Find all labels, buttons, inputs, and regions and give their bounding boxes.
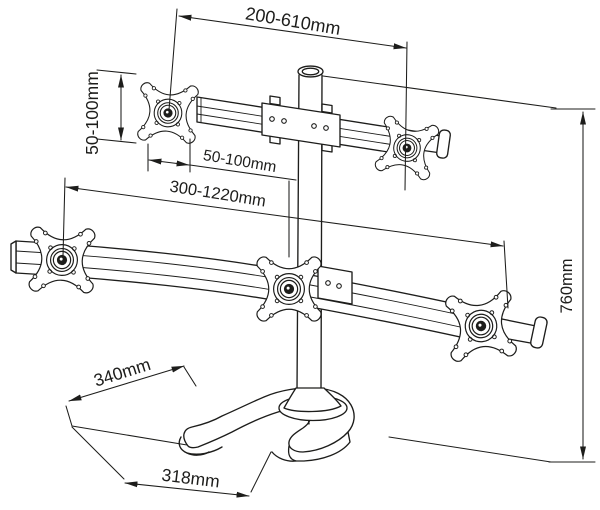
dimension-vesa-vertical: 50-100mm: [82, 69, 137, 155]
dimension-base-width: 318mm: [71, 425, 272, 498]
vesa-plate-top-left: [136, 81, 200, 145]
dimension-base-depth: 340mm: [65, 354, 197, 427]
dimension-label-pole-height: 760mm: [558, 258, 576, 313]
dimension-label-lower-extension: 300-1220mm: [168, 178, 267, 211]
lower-crossbar-end-cap: [10, 240, 17, 274]
dimension-label-vesa-vertical: 50-100mm: [82, 71, 102, 155]
pole-cone: [283, 387, 342, 413]
crossbar-clamp: [261, 95, 341, 153]
lower-crossbar-clamp: [317, 265, 353, 305]
dimension-pole-height: 760mm: [322, 75, 596, 463]
lower-crossbar: [10, 240, 548, 349]
dimension-label-top-extension: 200-610mm: [244, 3, 342, 39]
